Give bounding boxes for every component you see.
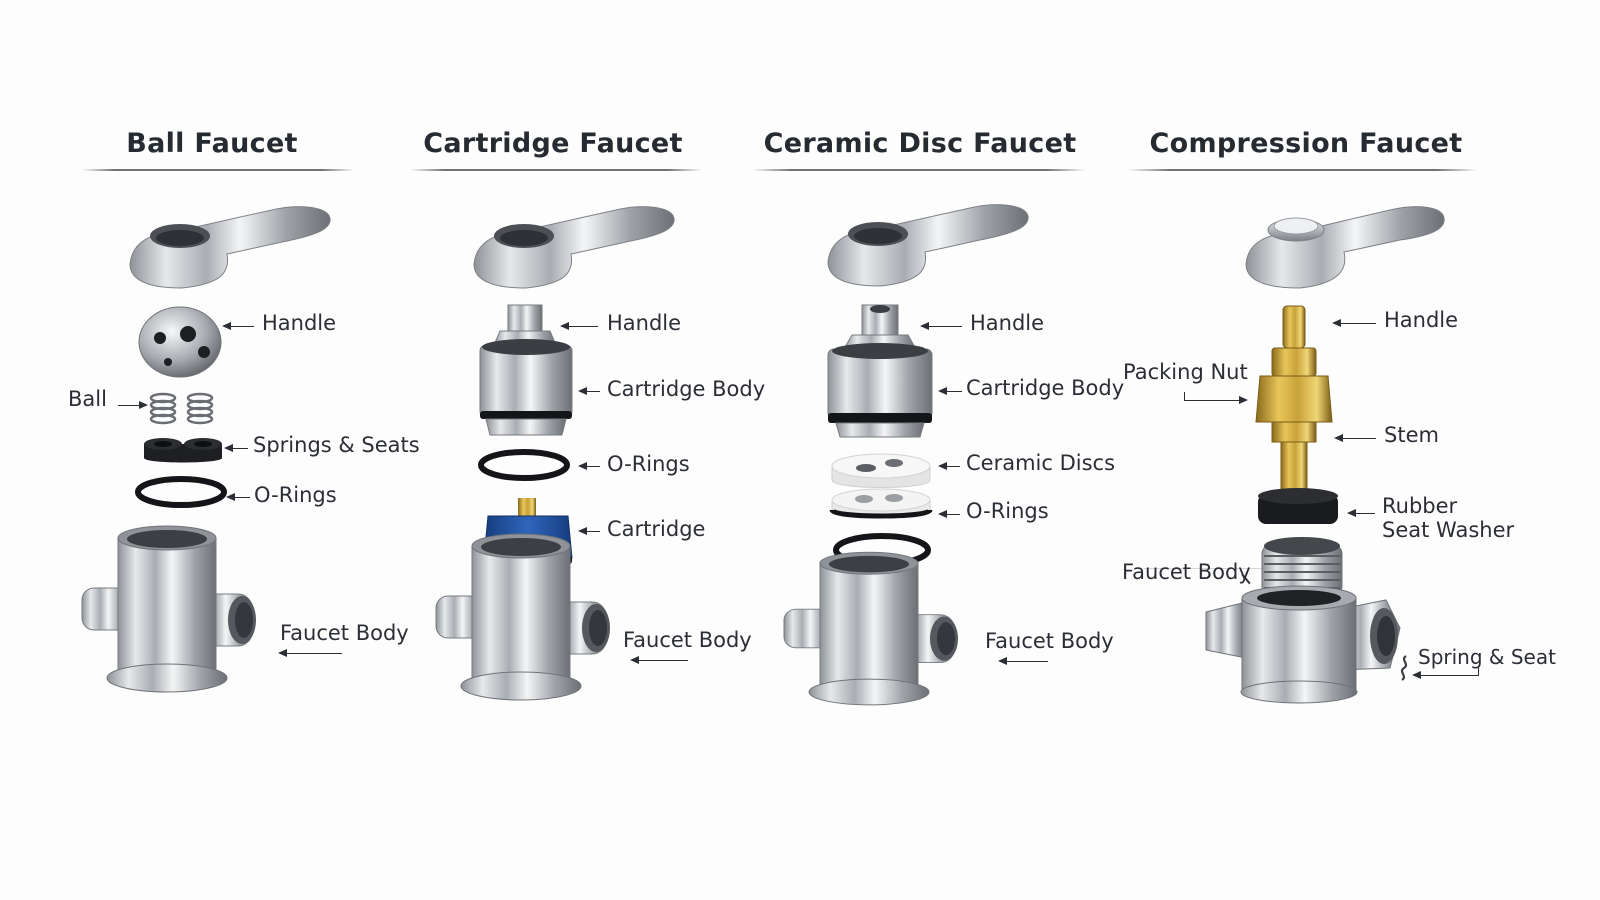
ceramic-disc-faucet-title: Ceramic Disc Faucet <box>763 128 1077 159</box>
rubber-seat-washer-arrow <box>1347 508 1375 517</box>
cartridge-label: Cartridge <box>607 517 706 541</box>
ball-faucet-body-arrow <box>278 648 342 657</box>
ceramic-disc-faucet-divider <box>752 169 1086 171</box>
cartridge-arrow <box>578 526 600 535</box>
ball-faucet-o-ring <box>136 478 226 508</box>
compression-handle-label: Handle <box>1384 308 1459 332</box>
ball-o-rings-label: O-Rings <box>254 483 337 507</box>
compression-faucet-handle-lever <box>1240 200 1455 292</box>
springs-seats-label: Springs & Seats <box>253 433 420 457</box>
ball-faucet-seats <box>142 436 224 466</box>
ceramic-o-rings-label: O-Rings <box>966 499 1049 523</box>
compression-handle-arrow <box>1332 318 1376 327</box>
compression-faucet-body-rule <box>1144 568 1264 569</box>
cartridge-o-rings-label: O-Rings <box>607 452 690 476</box>
cartridge-faucet-body-label: Faucet Body <box>623 628 752 652</box>
ceramic-discs-arrow <box>938 461 960 470</box>
ceramic-faucet-discs <box>828 452 934 524</box>
compression-faucet-stem <box>1254 304 1344 540</box>
ball-handle-arrow <box>222 321 254 330</box>
stem-arrow <box>1334 433 1376 442</box>
ball-faucet-body-label: Faucet Body <box>280 621 409 645</box>
stem-label: Stem <box>1384 423 1439 447</box>
cartridge-handle-arrow <box>560 321 598 330</box>
ceramic-faucet-cartridge-body <box>826 303 938 438</box>
packing-nut-label: Packing Nut <box>1123 360 1248 384</box>
ceramic-o-rings-arrow <box>938 509 960 518</box>
ball-faucet-ball <box>138 306 224 378</box>
ceramic-handle-arrow <box>920 321 962 330</box>
spring-seat-label: Spring & Seat <box>1418 645 1556 669</box>
ceramic-handle-label: Handle <box>970 311 1045 335</box>
compression-faucet-title: Compression Faucet <box>1149 128 1463 159</box>
packing-nut-arrow <box>1184 395 1248 404</box>
ceramic-faucet-body-label: Faucet Body <box>985 629 1114 653</box>
ceramic-faucet-handle-lever <box>820 200 1035 292</box>
ball-faucet-divider <box>82 169 354 171</box>
ceramic-faucet-body-arrow <box>998 656 1048 665</box>
ceramic-discs-label: Ceramic Discs <box>966 451 1116 475</box>
ball-handle-label: Handle <box>262 311 337 335</box>
cartridge-body-label: Cartridge Body <box>607 377 766 401</box>
ball-faucet-title: Ball Faucet <box>126 128 298 159</box>
spring-seat-arrow <box>1412 670 1478 679</box>
cartridge-faucet-divider <box>410 169 702 171</box>
ball-faucet-handle-lever <box>122 202 337 294</box>
cartridge-faucet-handle-lever <box>466 202 681 294</box>
ceramic-cartridge-body-label: Cartridge Body <box>966 376 1125 400</box>
cartridge-faucet-body-arrow <box>630 655 688 664</box>
rubber-seat-washer-line1: Rubber <box>1382 494 1458 518</box>
ceramic-cartridge-body-arrow <box>938 386 962 395</box>
cartridge-faucet-body <box>435 533 636 705</box>
rubber-seat-washer-line2: Seat Washer <box>1382 517 1515 542</box>
cartridge-handle-label: Handle <box>607 311 682 335</box>
ceramic-faucet-body <box>783 551 984 712</box>
springs-seats-arrow <box>224 443 248 452</box>
ball-arrow <box>118 400 148 409</box>
compression-faucet-body-label: Faucet Body <box>1122 560 1251 584</box>
ball-label: Ball <box>68 387 107 411</box>
cartridge-o-rings-arrow <box>578 461 600 470</box>
ball-faucet-springs <box>148 392 216 426</box>
spring-seat-arrow-tick <box>1478 668 1479 676</box>
cartridge-faucet-o-ring <box>479 451 569 481</box>
cartridge-body-arrow <box>578 386 600 395</box>
compression-faucet-divider <box>1128 169 1478 171</box>
packing-nut-arrow-tick <box>1184 392 1185 401</box>
cartridge-faucet-cartridge-body <box>476 303 576 437</box>
compression-faucet-body <box>1205 537 1416 706</box>
ball-faucet-body <box>81 525 282 698</box>
ball-o-rings-arrow <box>226 492 250 501</box>
rubber-seat-washer-label: Rubber Seat Washer <box>1382 494 1515 542</box>
cartridge-faucet-title: Cartridge Faucet <box>423 128 683 159</box>
